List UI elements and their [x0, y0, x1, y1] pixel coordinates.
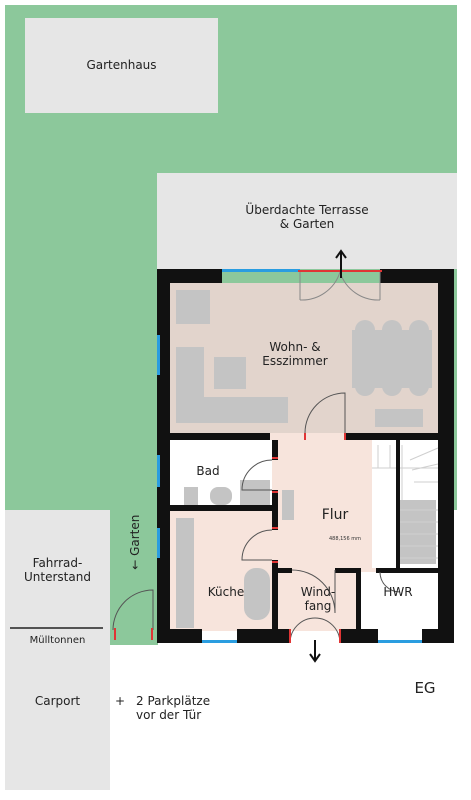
kueche-label: Küche: [207, 585, 245, 599]
parking-line2: vor der Tür: [136, 708, 202, 723]
fahrrad-line2: Unterstand: [24, 570, 91, 585]
floor-label: EG: [414, 679, 436, 697]
door-swings: [112, 392, 401, 644]
wohn-line1: Wohn- &: [269, 340, 321, 354]
terrace-block: [157, 173, 457, 269]
measurement-label: 488,156 mm: [328, 536, 361, 542]
door-markers: [114, 433, 346, 643]
hwr-room: [360, 572, 438, 632]
bad-label: Bad: [196, 464, 220, 478]
fahrrad-label: Fahrrad- Unterstand: [5, 556, 110, 585]
stairs: [372, 445, 439, 559]
parking-plus: +: [114, 694, 126, 708]
parking-label: 2 Parkplätze vor der Tür: [136, 694, 248, 723]
furniture: [176, 290, 436, 628]
windfang-line1: Wind-: [300, 585, 336, 599]
carport-label: Carport: [34, 694, 81, 708]
gartenhaus-label: Gartenhaus: [86, 58, 157, 72]
arrows: [309, 249, 347, 663]
terrasse-line1: Überdachte Terrasse: [245, 203, 369, 217]
flur-label: Flur: [321, 507, 349, 523]
parking-line1: 2 Parkplätze: [136, 694, 211, 708]
carport-block: [5, 510, 110, 790]
fahrrad-line1: Fahrrad-: [32, 556, 83, 570]
windfang-label: Wind- fang: [286, 585, 350, 614]
garten-arrow: ←: [127, 559, 142, 570]
wohn-label: Wohn- & Esszimmer: [230, 340, 360, 369]
hwr-label: HWR: [383, 585, 413, 599]
gartenhaus-block: [25, 18, 218, 113]
windfang-line2: fang: [304, 599, 332, 614]
garten-text: Garten: [127, 514, 142, 556]
terrasse-line2: & Garten: [279, 217, 335, 232]
garden-strip: [110, 505, 158, 645]
garten-arrow-label: ← Garten: [128, 502, 142, 582]
windows: [157, 269, 422, 643]
terrasse-label: Überdachte Terrasse & Garten: [157, 203, 457, 232]
interior-walls: [170, 433, 438, 633]
muelltonnen-label: Mülltonnen: [29, 635, 86, 646]
wohn-line2: Esszimmer: [262, 354, 328, 369]
